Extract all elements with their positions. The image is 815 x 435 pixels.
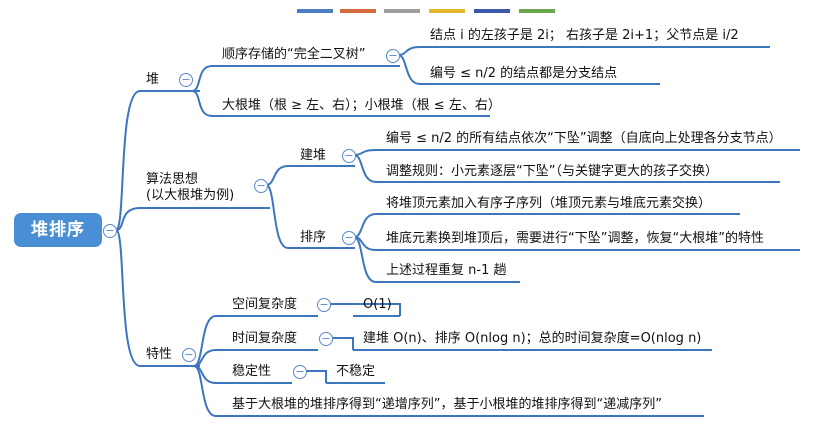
connector-line	[330, 337, 354, 350]
collapse-icon[interactable]: −	[179, 73, 193, 87]
connector-line	[353, 149, 800, 156]
node-stability-value[interactable]: 不稳定	[336, 364, 376, 379]
collapse-icon[interactable]: −	[103, 224, 117, 238]
legend-swatch-6	[519, 9, 555, 13]
node-branch-rule[interactable]: 编号 ≤ n/2 的结点都是分支结点	[430, 66, 618, 81]
collapse-icon[interactable]: −	[342, 231, 356, 245]
collapse-icon[interactable]: −	[319, 332, 333, 346]
node-stability[interactable]: 稳定性	[232, 364, 272, 379]
node-sort[interactable]: 排序	[300, 230, 327, 245]
collapse-icon[interactable]: −	[342, 149, 356, 163]
connector-line	[191, 90, 490, 117]
legend-swatch-3	[384, 9, 420, 13]
collapse-icon[interactable]: −	[293, 365, 307, 379]
node-space-complexity[interactable]: 空间复杂度	[232, 297, 298, 312]
connector-line	[115, 207, 270, 231]
root-node[interactable]: 堆排序	[14, 213, 102, 247]
node-sort-step1[interactable]: 将堆顶元素加入有序子序列（堆顶元素与堆底元素交换）	[386, 196, 712, 211]
node-algorithm[interactable]: 算法思想 (以大根堆为例)	[146, 172, 234, 204]
connector-line	[353, 154, 780, 183]
node-order-note[interactable]: 基于大根堆的堆排序得到“递增序列”，基于小根堆的堆排序得到“递减序列”	[232, 397, 662, 412]
connector-line	[193, 365, 704, 417]
node-build-heap[interactable]: 建堆	[300, 148, 327, 163]
node-build-step2[interactable]: 调整规则：小元素逐层“下坠”（与关键字更大的孩子交换）	[386, 164, 718, 179]
node-space-value[interactable]: O(1)	[363, 297, 392, 312]
connector-line	[397, 46, 770, 56]
node-sort-step3[interactable]: 上述过程重复 n-1 趟	[386, 263, 507, 278]
connector-line	[193, 315, 318, 367]
connector-line	[265, 165, 355, 186]
node-time-value[interactable]: 建堆 O(n)、排序 O(nlog n)；总的时间复杂度=O(nlog n)	[363, 331, 702, 346]
connector-line	[330, 303, 401, 316]
algorithm-label-line2: (以大根堆为例)	[146, 188, 235, 203]
node-sort-step2[interactable]: 堆底元素换到堆顶后，需要进行“下坠”调整，恢复“大根堆”的特性	[386, 231, 764, 246]
collapse-icon[interactable]: −	[386, 49, 400, 63]
connector-line	[265, 184, 355, 249]
connector-line	[353, 213, 740, 238]
algorithm-label-line1: 算法思想	[146, 172, 199, 187]
connector-line	[397, 54, 660, 85]
connector-line	[353, 236, 520, 283]
node-time-complexity[interactable]: 时间复杂度	[232, 331, 298, 346]
node-heap-types[interactable]: 大根堆（根 ≥ 左、右）；小根堆（根 ≤ 左、右）	[222, 98, 501, 113]
legend-swatch-2	[340, 9, 376, 13]
node-build-step1[interactable]: 编号 ≤ n/2 的所有结点依次“下坠”调整（自底向上处理各分支节点）	[386, 131, 782, 146]
connector-line	[306, 370, 327, 383]
legend-swatch-4	[429, 9, 465, 13]
node-properties[interactable]: 特性	[146, 347, 173, 362]
connector-line	[115, 90, 200, 231]
collapse-icon[interactable]: −	[317, 298, 331, 312]
node-children-rule[interactable]: 结点 i 的左孩子是 2i； 右孩子是 2i+1；父节点是 i/2	[430, 28, 739, 43]
legend-swatch-1	[297, 9, 333, 13]
connector-line	[191, 65, 400, 92]
node-heap[interactable]: 堆	[146, 72, 160, 87]
legend-swatch-5	[474, 9, 510, 13]
connector-line	[115, 229, 200, 367]
collapse-icon[interactable]: −	[254, 179, 268, 193]
collapse-icon[interactable]: −	[182, 348, 196, 362]
node-heap-storage[interactable]: 顺序存储的“完全二叉树”	[222, 47, 366, 62]
